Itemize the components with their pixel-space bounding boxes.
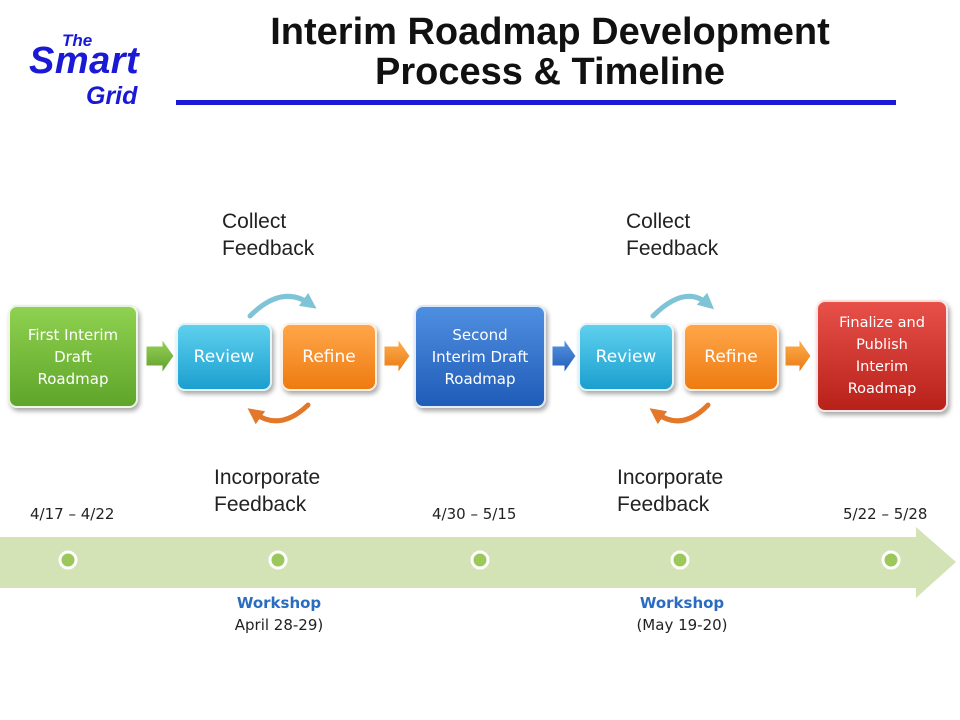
logo-grid: Grid bbox=[86, 82, 138, 110]
first-interim-draft-box: First Interim Draft Roadmap bbox=[8, 305, 138, 408]
refine-box-2: Refine bbox=[683, 323, 779, 391]
finalize-line-4: Roadmap bbox=[847, 381, 917, 397]
first-draft-line-1: First Interim bbox=[27, 325, 119, 344]
title-line-2: Process & Timeline bbox=[375, 51, 725, 93]
workshop-2-title: Workshop bbox=[639, 594, 725, 612]
second-draft-line-3: Roadmap bbox=[444, 369, 516, 388]
page-title: Interim Roadmap Development Process & Ti… bbox=[175, 12, 925, 92]
date-range-1: 4/17 – 4/22 bbox=[30, 505, 115, 523]
logo-smart: Smart bbox=[29, 40, 140, 82]
date-range-3: 5/22 – 5/28 bbox=[843, 505, 928, 523]
refine-box-1: Refine bbox=[281, 323, 377, 391]
incorporate-loop-arrow-1 bbox=[247, 402, 311, 425]
first-draft-line-2: Draft bbox=[54, 347, 92, 366]
collect-feedback-label-2: Collect Feedback bbox=[626, 210, 719, 260]
workshop-1-title: Workshop bbox=[236, 594, 322, 612]
review-box-1: Review bbox=[176, 323, 272, 391]
connector-arrow-3 bbox=[551, 337, 577, 375]
incorporate-loop-arrow-2 bbox=[649, 402, 711, 425]
logo-the: The bbox=[62, 31, 93, 50]
finalize-line-3: Interim bbox=[855, 359, 909, 375]
collect-loop-arrow-2 bbox=[650, 292, 715, 319]
collect-feedback-label-1: Collect Feedback bbox=[222, 210, 315, 260]
first-draft-line-3: Roadmap bbox=[37, 369, 109, 388]
title-line-1: Interim Roadmap Development bbox=[270, 11, 830, 53]
finalize-line-2: Publish bbox=[856, 337, 908, 353]
second-draft-line-1: Second bbox=[452, 325, 508, 344]
connector-arrow-4 bbox=[784, 337, 812, 375]
incorporate-feedback-label-1: Incorporate Feedback bbox=[214, 466, 321, 516]
collect-loop-arrow-1 bbox=[247, 292, 317, 319]
connector-arrow-2 bbox=[383, 337, 411, 375]
title-underline bbox=[176, 100, 896, 105]
workshop-2-date: (May 19-20) bbox=[636, 616, 728, 634]
finalize-line-1: Finalize and bbox=[839, 315, 925, 331]
second-draft-line-2: Interim Draft bbox=[431, 347, 529, 366]
second-interim-draft-box: Second Interim Draft Roadmap bbox=[414, 305, 546, 408]
review-box-2: Review bbox=[578, 323, 674, 391]
finalize-publish-box: Finalize and Publish Interim Roadmap bbox=[816, 300, 948, 412]
connector-arrow-1 bbox=[145, 337, 175, 375]
date-range-2: 4/30 – 5/15 bbox=[432, 505, 517, 523]
workshop-1-date: April 28-29) bbox=[234, 616, 324, 634]
timeline-milestones bbox=[58, 550, 901, 570]
incorporate-feedback-label-2: Incorporate Feedback bbox=[617, 466, 724, 516]
